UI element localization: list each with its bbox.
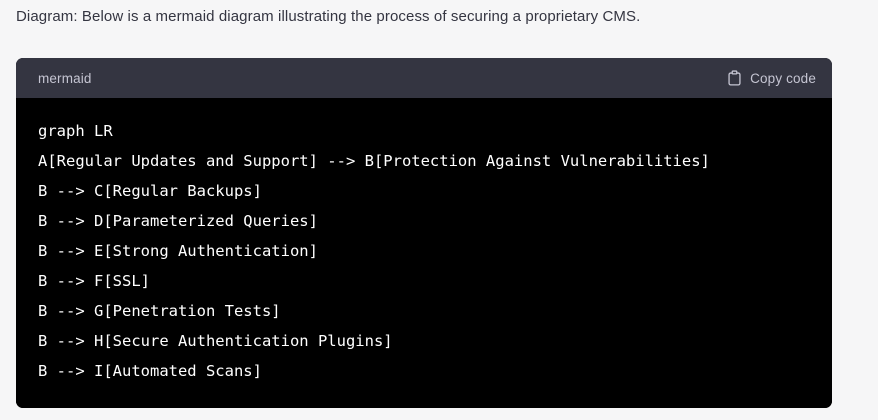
- code-line: B --> G[Penetration Tests]: [38, 302, 281, 320]
- code-line: B --> E[Strong Authentication]: [38, 242, 318, 260]
- code-language-label: mermaid: [38, 70, 92, 86]
- code-block: mermaid Copy code graph LR A[Regular Upd…: [16, 58, 832, 408]
- intro-text: Diagram: Below is a mermaid diagram illu…: [16, 8, 641, 25]
- code-line: B --> C[Regular Backups]: [38, 182, 262, 200]
- code-line: B --> I[Automated Scans]: [38, 362, 262, 380]
- code-block-header: mermaid Copy code: [16, 58, 832, 98]
- code-line: B --> D[Parameterized Queries]: [38, 212, 318, 230]
- code-line: B --> H[Secure Authentication Plugins]: [38, 332, 393, 350]
- code-line: A[Regular Updates and Support] --> B[Pro…: [38, 152, 710, 170]
- clipboard-icon: [727, 70, 742, 86]
- copy-code-label: Copy code: [750, 70, 816, 86]
- code-line: graph LR: [38, 122, 113, 140]
- code-line: B --> F[SSL]: [38, 272, 150, 290]
- code-content[interactable]: graph LR A[Regular Updates and Support] …: [16, 98, 832, 408]
- copy-code-button[interactable]: Copy code: [725, 68, 818, 88]
